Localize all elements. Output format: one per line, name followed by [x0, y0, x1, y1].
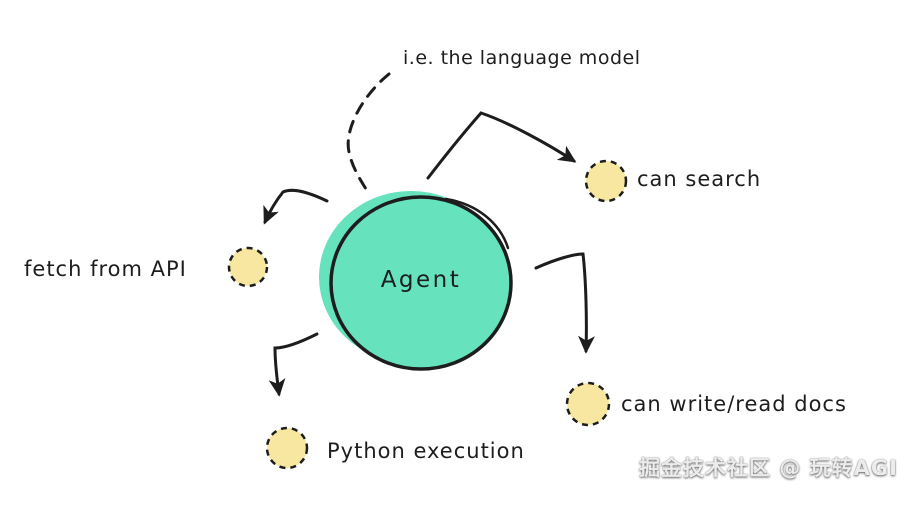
node-label-can-search: can search [637, 167, 762, 191]
watermark-text: 掘金技术社区 @ 玩转AGI [639, 456, 898, 480]
arrow-to-write-read-docs [534, 252, 595, 354]
node-circle-python-execution [265, 426, 309, 470]
arrow-to-python-execution [268, 332, 319, 397]
node-label-python-execution: Python execution [327, 439, 525, 463]
node-circle-can-search [584, 159, 628, 203]
arrow-to-can-search [426, 111, 577, 180]
node-label-write-read-docs: can write/read docs [621, 392, 847, 416]
agent-circle [329, 195, 513, 371]
node-circle-fetch-from-api [227, 246, 269, 288]
agent-label: Agent [380, 267, 462, 293]
annotation-dashed-connector [346, 72, 391, 191]
arrow-to-fetch-from-api [263, 188, 329, 225]
annotation-label: i.e. the language model [403, 47, 641, 69]
node-circle-write-read-docs [565, 381, 611, 427]
node-label-fetch-from-api: fetch from API [24, 257, 187, 281]
agent-circle-sketch-stroke [444, 197, 510, 250]
